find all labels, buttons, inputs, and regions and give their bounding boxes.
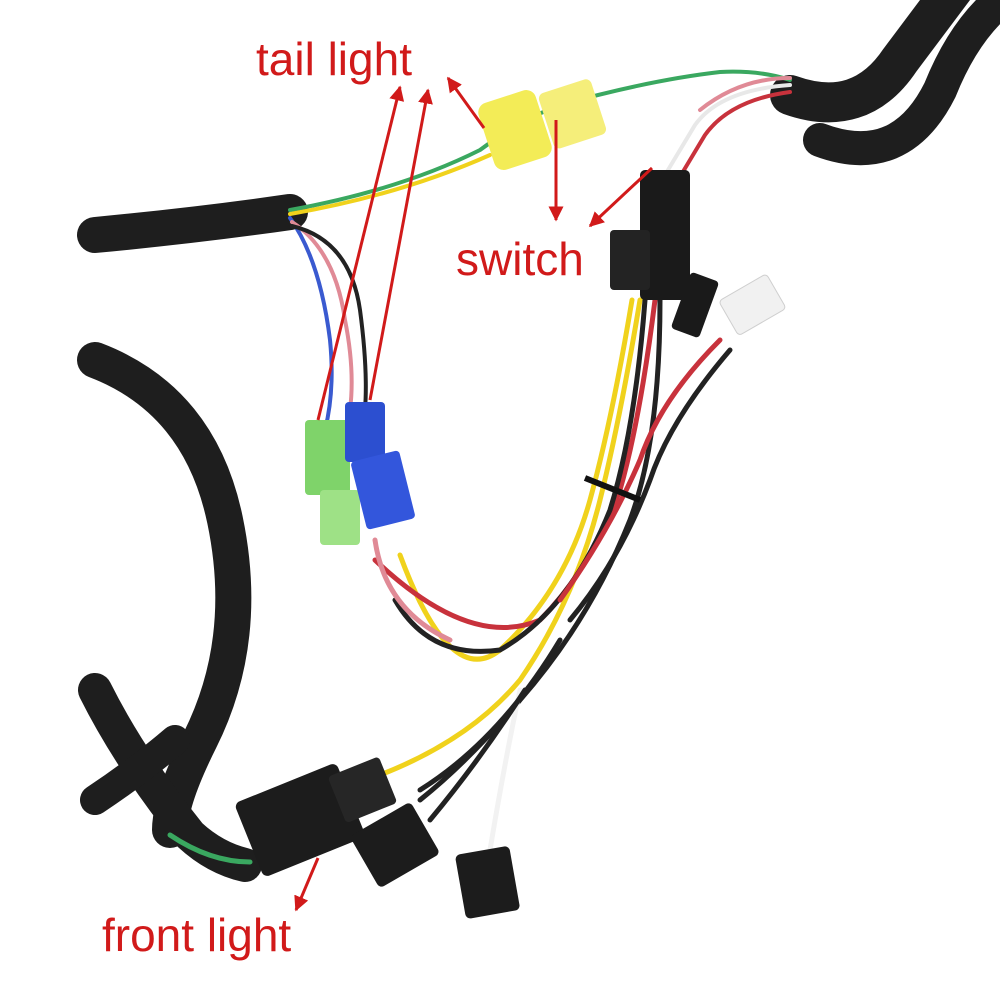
wire-blue [288, 216, 334, 432]
front-light-label: front light [102, 909, 292, 961]
top-right-cable-bundle-2 [803, 0, 1000, 166]
left-horizontal-cable [77, 194, 308, 253]
wire-red-lower [557, 337, 723, 603]
front-light-connector [235, 757, 397, 876]
switch-wires [663, 76, 792, 182]
wire-red-main [372, 297, 658, 630]
wire-pink [290, 220, 354, 412]
arrow-icon [368, 88, 433, 401]
top-right-cable-bundle [770, 0, 970, 123]
small-black-connector-2 [455, 846, 520, 919]
small-black-connector [351, 803, 439, 887]
wire-black [290, 224, 368, 412]
green-connector [305, 420, 360, 545]
arrow-icon [446, 76, 486, 129]
cable-sheaths [77, 0, 1000, 882]
wire-red-switch [676, 90, 792, 182]
wire-white-switch [663, 83, 792, 177]
tail-light-label: tail light [256, 33, 412, 85]
long-wire-bundle [167, 297, 733, 865]
black-switch-connector [610, 170, 719, 338]
wire-yellow-top [288, 153, 492, 216]
blue-connector [345, 402, 415, 530]
wire-pink-to-green [372, 537, 453, 643]
yellow-tail-light-connector [478, 79, 607, 170]
wire-green-front [167, 832, 253, 865]
wire-black-front [417, 637, 563, 793]
lower-left-cable-2 [80, 725, 190, 815]
arrow-icon [316, 85, 405, 421]
wire-black-lower [567, 347, 733, 623]
arrow-icon [294, 857, 320, 912]
looping-cable [77, 342, 252, 848]
cable-tie [583, 475, 642, 503]
wire-black-main [417, 297, 663, 803]
wire-pink-switch [698, 76, 792, 112]
annotation-arrows [294, 76, 654, 912]
switch-label: switch [456, 233, 584, 285]
white-small-connector [719, 274, 786, 335]
arrow-icon [588, 166, 654, 228]
